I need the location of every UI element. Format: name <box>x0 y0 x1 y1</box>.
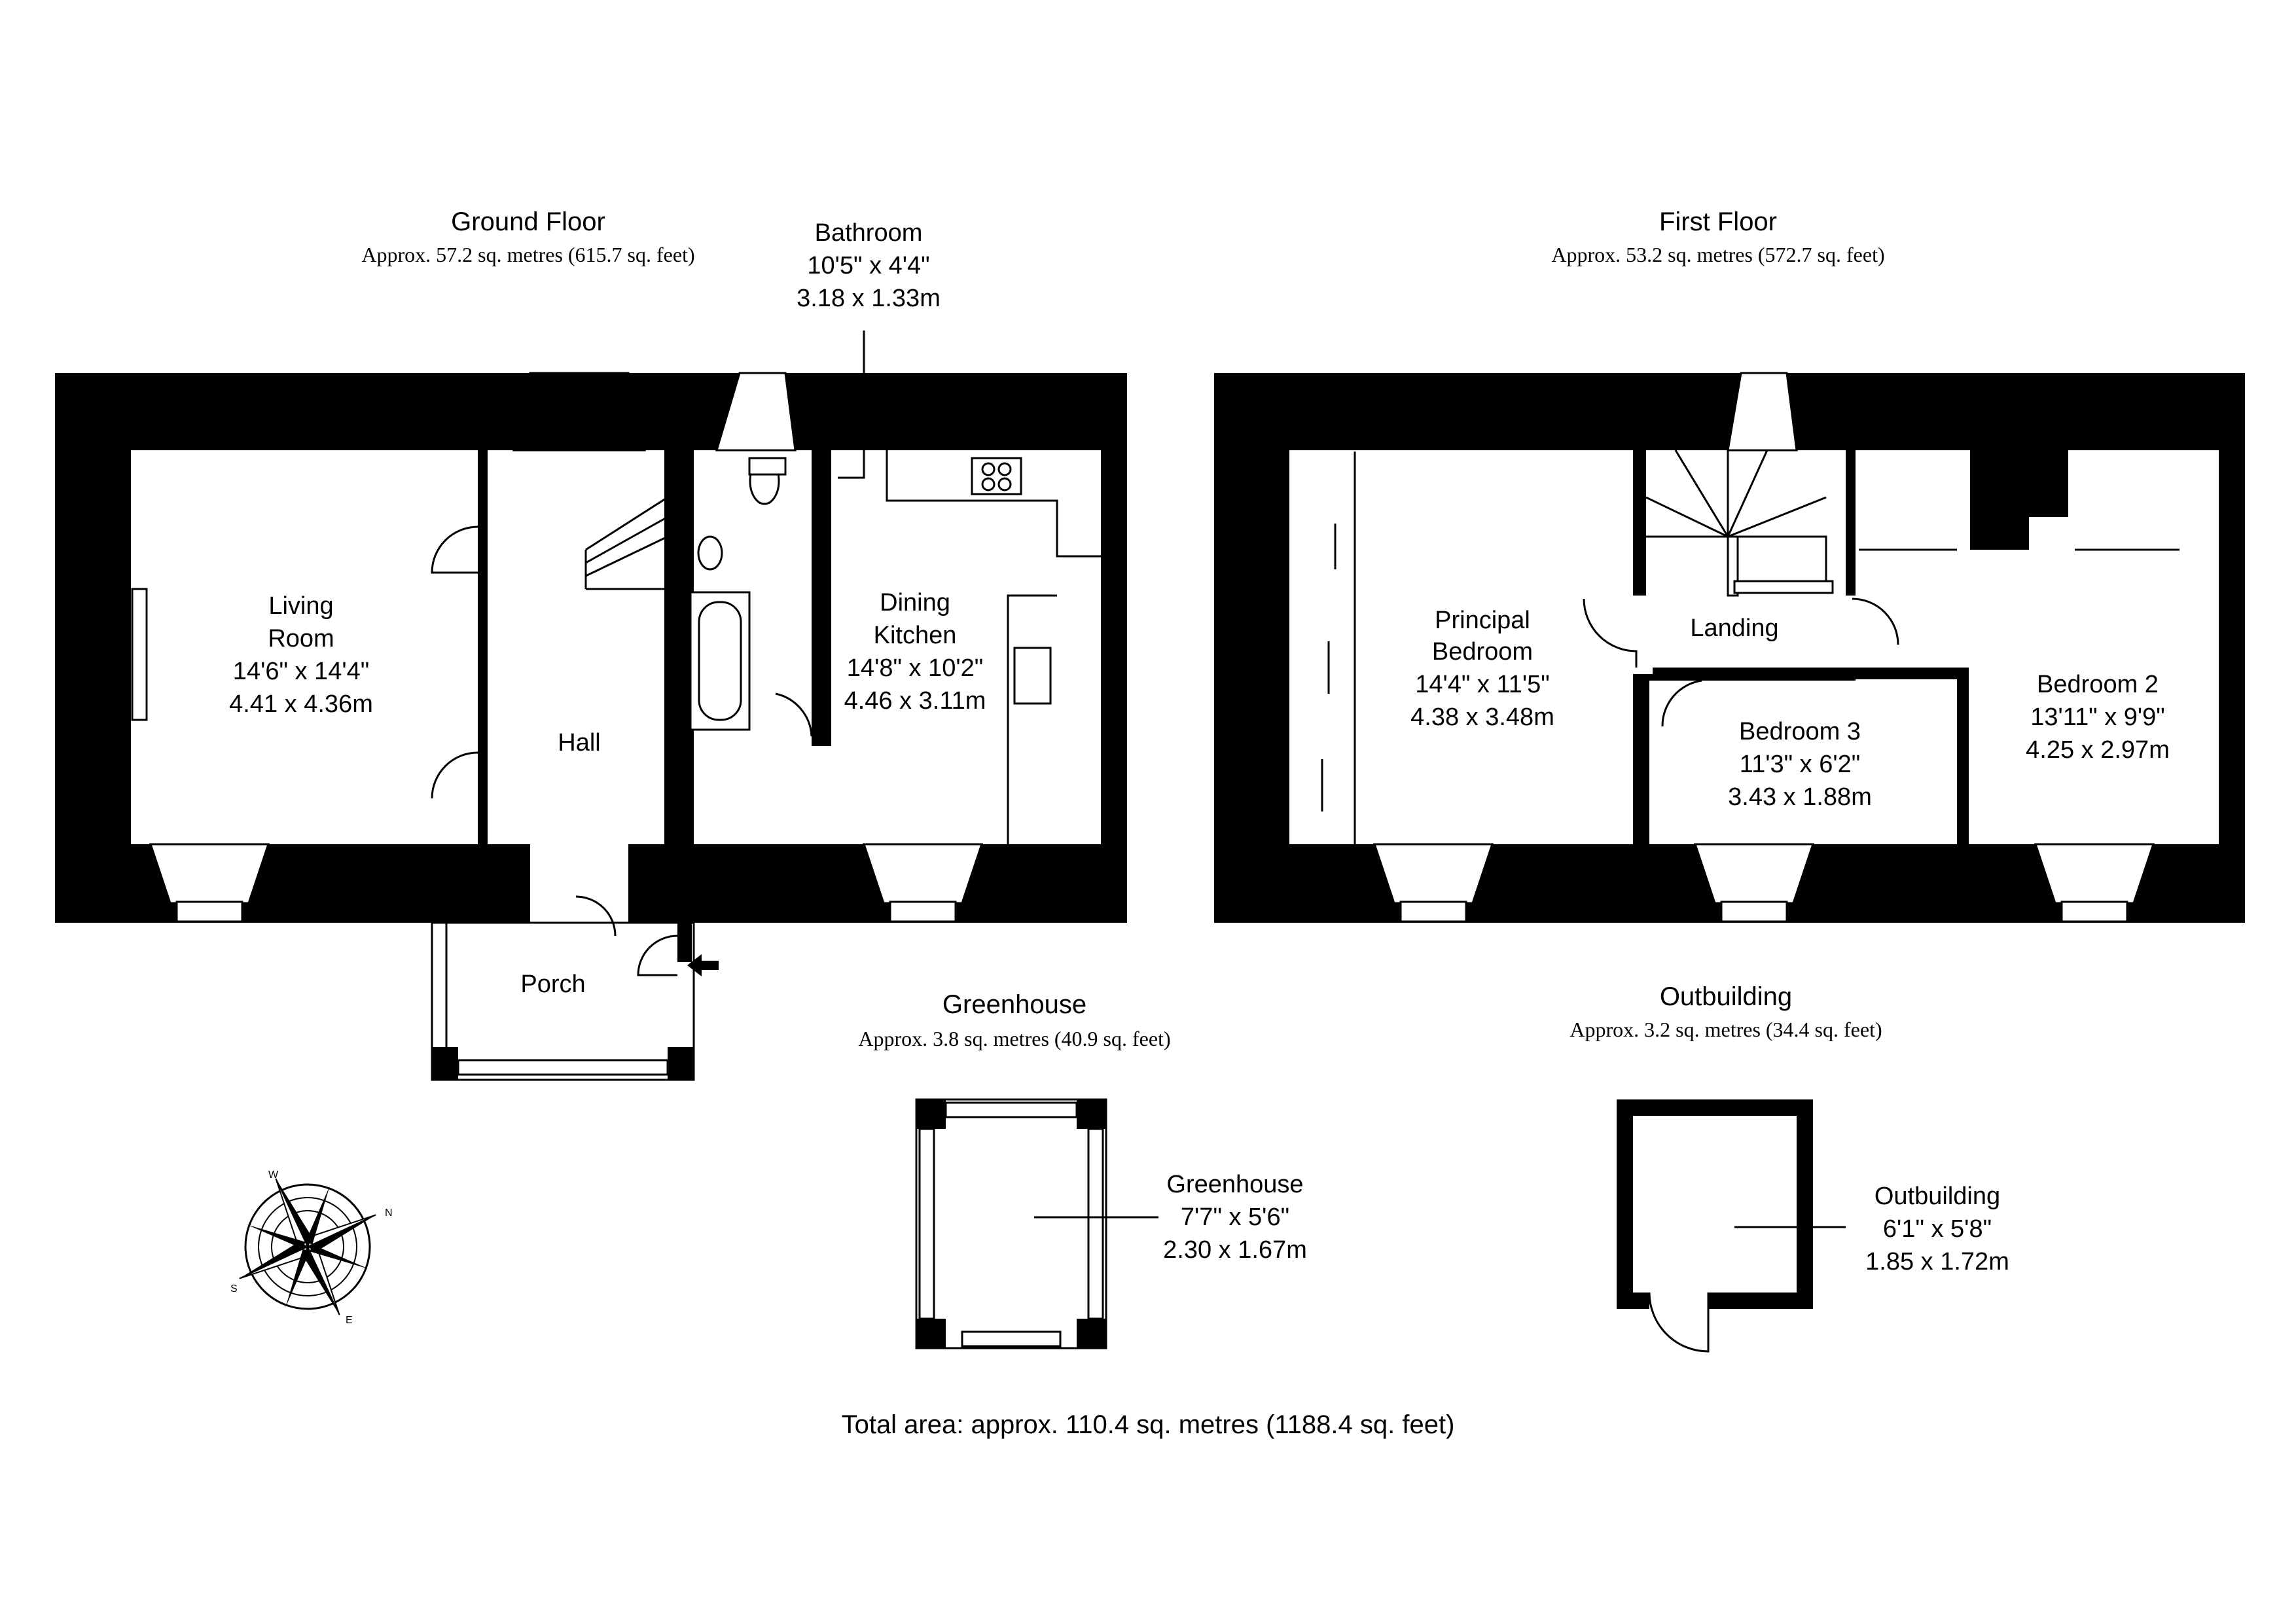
outbuilding-plan <box>1617 1099 1846 1353</box>
living-room-name-2: Room <box>268 625 334 652</box>
dining-kitchen-name-1: Dining <box>880 589 950 616</box>
first-floor-plan <box>1214 372 2245 923</box>
greenhouse-plan <box>915 1098 1158 1349</box>
principal-bedroom-imperial: 14'4" x 11'5" <box>1415 671 1550 698</box>
ground-floor-title: Ground Floor <box>451 207 605 236</box>
first-floor-area: Approx. 53.2 sq. metres (572.7 sq. feet) <box>1551 243 1884 266</box>
compass-label-w: W <box>268 1169 279 1181</box>
outbuilding-metric: 1.85 x 1.72m <box>1865 1248 2009 1275</box>
compass-rose-icon <box>239 1178 376 1315</box>
outbuilding-imperial: 6'1" x 5'8" <box>1883 1215 1992 1243</box>
outbuilding-title: Outbuilding <box>1660 982 1792 1011</box>
first-floor-title: First Floor <box>1659 207 1777 236</box>
principal-bedroom-name-2: Bedroom <box>1432 638 1533 666</box>
bathroom-leader-line <box>838 330 865 479</box>
principal-bedroom-metric: 4.38 x 3.48m <box>1410 704 1554 731</box>
bedroom-2-metric: 4.25 x 2.97m <box>2026 736 2170 764</box>
living-room-imperial: 14'6" x 14'4" <box>233 658 369 685</box>
ground-floor-plan <box>55 372 1127 1081</box>
bathroom-imperial: 10'5" x 4'4" <box>807 252 929 279</box>
total-area: Total area: approx. 110.4 sq. metres (11… <box>842 1410 1455 1439</box>
principal-bedroom-name-1: Principal <box>1435 607 1530 634</box>
outbuilding-area: Approx. 3.2 sq. metres (34.4 sq. feet) <box>1570 1018 1882 1041</box>
hall-name: Hall <box>558 729 600 757</box>
dining-kitchen-imperial: 14'8" x 10'2" <box>847 654 983 682</box>
greenhouse-title: Greenhouse <box>942 990 1086 1019</box>
bedroom-3-imperial: 11'3" x 6'2" <box>1740 751 1860 778</box>
bedroom-3-metric: 3.43 x 1.88m <box>1728 783 1872 811</box>
compass-label-s: S <box>230 1283 238 1294</box>
ground-floor-area: Approx. 57.2 sq. metres (615.7 sq. feet) <box>361 243 694 266</box>
bedroom-2-name: Bedroom 2 <box>2037 671 2159 698</box>
bedroom-2-imperial: 13'11" x 9'9" <box>2030 704 2165 731</box>
landing-name: Landing <box>1690 615 1778 642</box>
living-room-metric: 4.41 x 4.36m <box>229 690 373 718</box>
greenhouse-room-name: Greenhouse <box>1166 1171 1303 1198</box>
bathroom-name: Bathroom <box>815 219 923 247</box>
bathroom-metric: 3.18 x 1.33m <box>797 285 941 312</box>
compass-label-n: N <box>385 1207 393 1219</box>
greenhouse-area: Approx. 3.8 sq. metres (40.9 sq. feet) <box>858 1027 1170 1050</box>
dining-kitchen-name-2: Kitchen <box>874 622 957 649</box>
compass-label-e: E <box>346 1315 353 1326</box>
greenhouse-imperial: 7'7" x 5'6" <box>1181 1204 1289 1231</box>
plan-labels: Ground Floor Approx. 57.2 sq. metres (61… <box>229 207 2170 1439</box>
living-room-name-1: Living <box>268 592 333 620</box>
bedroom-3-name: Bedroom 3 <box>1739 718 1861 745</box>
dining-kitchen-metric: 4.46 x 3.11m <box>844 687 986 715</box>
outbuilding-room-name: Outbuilding <box>1874 1183 2000 1210</box>
greenhouse-metric: 2.30 x 1.67m <box>1163 1236 1307 1264</box>
porch-name: Porch <box>520 971 585 998</box>
